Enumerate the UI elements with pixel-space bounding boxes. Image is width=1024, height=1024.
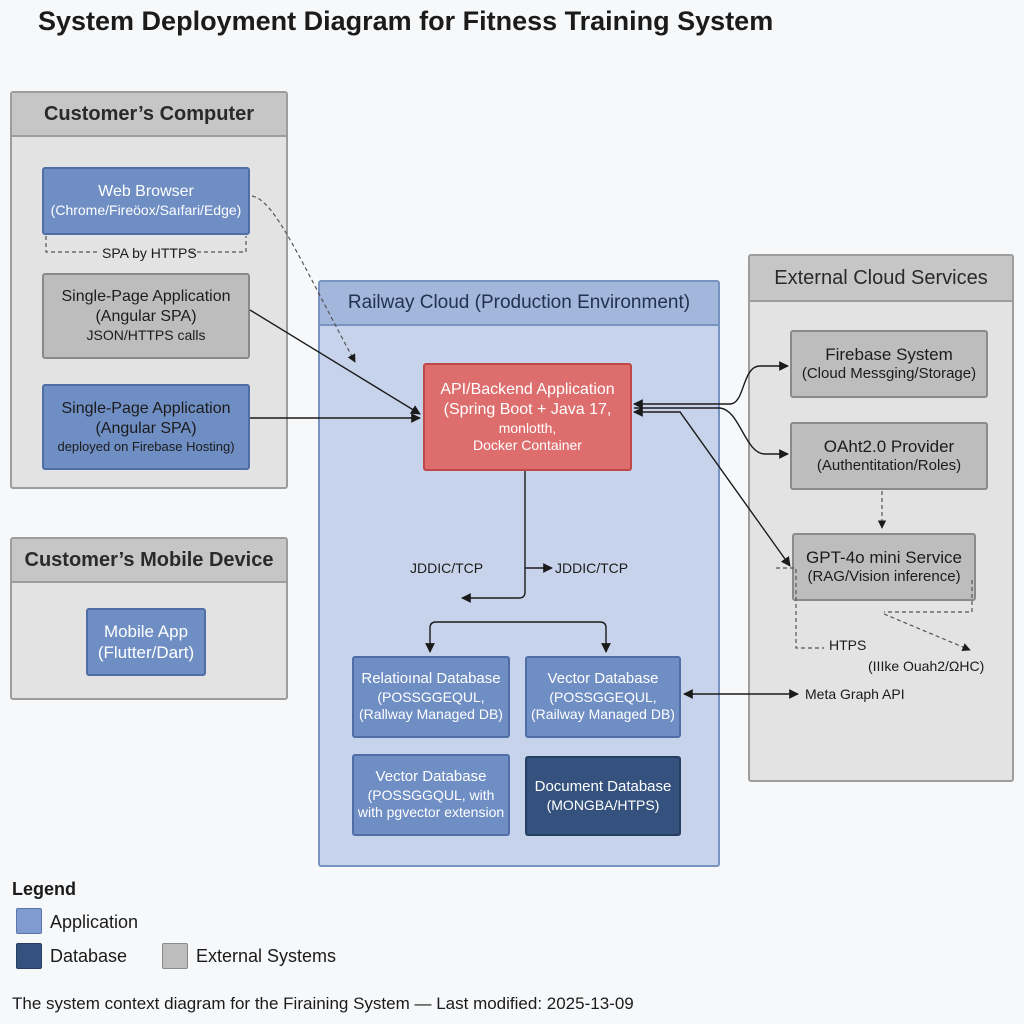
- api-to-jdbc-link: [461, 471, 526, 603]
- api-backend-architecture: monlotth,: [498, 419, 557, 436]
- meta-graph-api-label: Meta Graph API: [805, 686, 905, 702]
- spa-https-bracket-right: [190, 236, 247, 253]
- vector-database-1-host: (Railway Managed DB): [531, 706, 675, 723]
- oauth-provider-detail: (Authentitation/Roles): [816, 457, 962, 475]
- legend-database-swatch: [16, 943, 42, 969]
- spa-https-label: SPA by HTTPS: [102, 245, 197, 261]
- gpt-service-label: GPT-4o mini Service: [806, 548, 962, 567]
- vector-database-1-label: Vector Database: [547, 670, 659, 688]
- mobile-device-title: Customer’s Mobile Device: [12, 539, 286, 583]
- relational-database-host: (Rallway Managed DB): [359, 706, 503, 723]
- diagram-title: System Deployment Diagram for Fitness Tr…: [38, 6, 774, 36]
- relational-database-label: Relatioınal Database: [361, 670, 501, 688]
- spa-box-1[interactable]: Single-Page Application (Angular SPA) JS…: [42, 273, 250, 359]
- legend-external-label: External Systems: [196, 946, 337, 966]
- vector-database-1-engine: (POSSGGEQUL,: [549, 688, 657, 705]
- vector-database-2-engine: (POSSGGQUL, with: [367, 786, 495, 803]
- spa-2-detail: deployed on Firebase Hosting): [57, 438, 235, 454]
- relational-database-box[interactable]: Relatioınal Database (POSSGGEQUL, (Rallw…: [352, 656, 510, 738]
- api-to-gpt-link: [633, 407, 791, 567]
- spa-https-bracket: [45, 236, 98, 253]
- gpt-service-detail: (RAG/Vision inference): [807, 568, 961, 586]
- spa-1-label: Single-Page Application: [61, 288, 231, 306]
- api-backend-container: Docker Container: [473, 437, 582, 453]
- oauth-provider-box[interactable]: OAht2.0 Provider (Authentitation/Roles): [790, 422, 988, 490]
- web-browser-box[interactable]: Web Browser (Chrome/Fireöox/Saıfari/Edge…: [42, 167, 250, 235]
- vector-database-2-extension: with pgvector extension: [357, 804, 505, 821]
- mobile-app-box[interactable]: Mobile App (Flutter/Dart): [86, 608, 206, 676]
- legend-application-label: Application: [50, 912, 139, 932]
- https-label: HTPS: [829, 637, 867, 653]
- jdbc-left-label: JDDIC/TCP: [410, 560, 484, 576]
- web-browser-detail: (Chrome/Fireöox/Saıfari/Edge): [50, 202, 242, 219]
- jdbc-right-label: JDDIC/TCP: [555, 560, 629, 576]
- document-database-engine: (MONGBA/HTPS): [546, 796, 660, 813]
- firebase-system-label: Firebase System: [825, 345, 953, 364]
- document-database-label: Document Database: [534, 777, 672, 795]
- gpt-right-bracket: [884, 580, 973, 613]
- spa1-to-api-link: [249, 309, 421, 415]
- customer-computer-title: Customer’s Computer: [12, 93, 286, 137]
- api-backend-framework: (Spring Boot + Java 17,: [443, 400, 612, 418]
- web-browser-label: Web Browser: [98, 183, 194, 201]
- db-split-link: [425, 621, 611, 653]
- vector-database-2-label: Vector Database: [375, 768, 487, 786]
- external-services-title: External Cloud Services: [750, 256, 1012, 302]
- legend-application-swatch: [16, 908, 42, 934]
- gpt-to-oidc-link: [883, 613, 971, 651]
- legend-external-swatch: [162, 943, 188, 969]
- gpt-https-link: [776, 567, 824, 649]
- vector-database-box-2[interactable]: Vector Database (POSSGGQUL, with with pg…: [352, 754, 510, 836]
- vector-database-box-1[interactable]: Vector Database (POSSGGEQUL, (Railway Ma…: [525, 656, 681, 738]
- gpt-service-box[interactable]: GPT-4o mini Service (RAG/Vision inferenc…: [792, 533, 976, 601]
- spa-2-label: Single-Page Application: [61, 399, 231, 417]
- mobile-app-label: Mobile App: [103, 621, 189, 641]
- legend-title: Legend: [12, 879, 77, 899]
- firebase-system-box[interactable]: Firebase System (Cloud Messging/Storage): [790, 330, 988, 398]
- spa-2-framework: (Angular SPA): [95, 419, 197, 437]
- mobile-app-framework: (Flutter/Dart): [97, 643, 195, 662]
- spa-box-2[interactable]: Single-Page Application (Angular SPA) de…: [42, 384, 250, 470]
- api-backend-box[interactable]: API/Backend Application (Spring Boot + J…: [423, 363, 632, 471]
- api-backend-label: API/Backend Application: [440, 380, 615, 398]
- railway-cloud-title: Railway Cloud (Production Environment): [320, 282, 718, 326]
- document-database-box[interactable]: Document Database (MONGBA/HTPS): [525, 756, 681, 836]
- spa-1-framework: (Angular SPA): [95, 308, 197, 326]
- browser-to-api-link: [251, 195, 356, 363]
- api-to-firebase-link: [633, 361, 789, 409]
- oauth-oidc-label: (IIIke Ouah2/ΩHC): [868, 658, 985, 674]
- api-to-oauth-link: [634, 407, 789, 459]
- firebase-system-detail: (Cloud Messging/Storage): [801, 365, 977, 383]
- relational-database-engine: (POSSGGEQUL,: [377, 688, 485, 705]
- footer-note: The system context diagram for the Firai…: [12, 994, 634, 1013]
- oauth-provider-label: OAht2.0 Provider: [823, 437, 955, 456]
- legend-database-label: Database: [50, 946, 128, 966]
- spa-1-detail: JSON/HTTPS calls: [86, 327, 206, 344]
